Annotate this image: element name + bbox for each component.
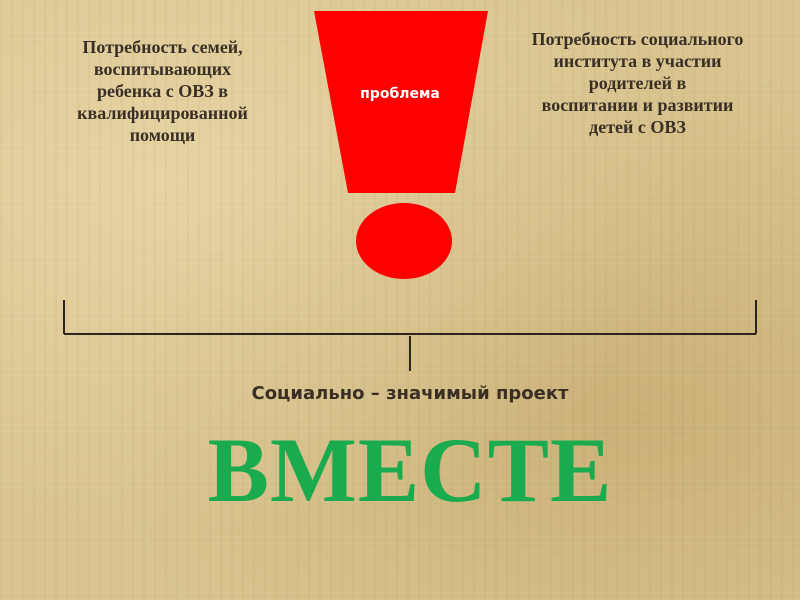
exclamation-bar bbox=[314, 11, 488, 193]
project-name: ВМЕСТЕ bbox=[207, 419, 613, 521]
left-need-text: Потребность семей, воспитывающих ребенка… bbox=[77, 37, 248, 145]
right-need-text: Потребность социального института в учас… bbox=[531, 29, 744, 137]
problem-label: проблема bbox=[360, 86, 440, 102]
exclamation-dot bbox=[356, 203, 452, 279]
project-subtitle: Социально – значимый проект bbox=[251, 383, 569, 404]
